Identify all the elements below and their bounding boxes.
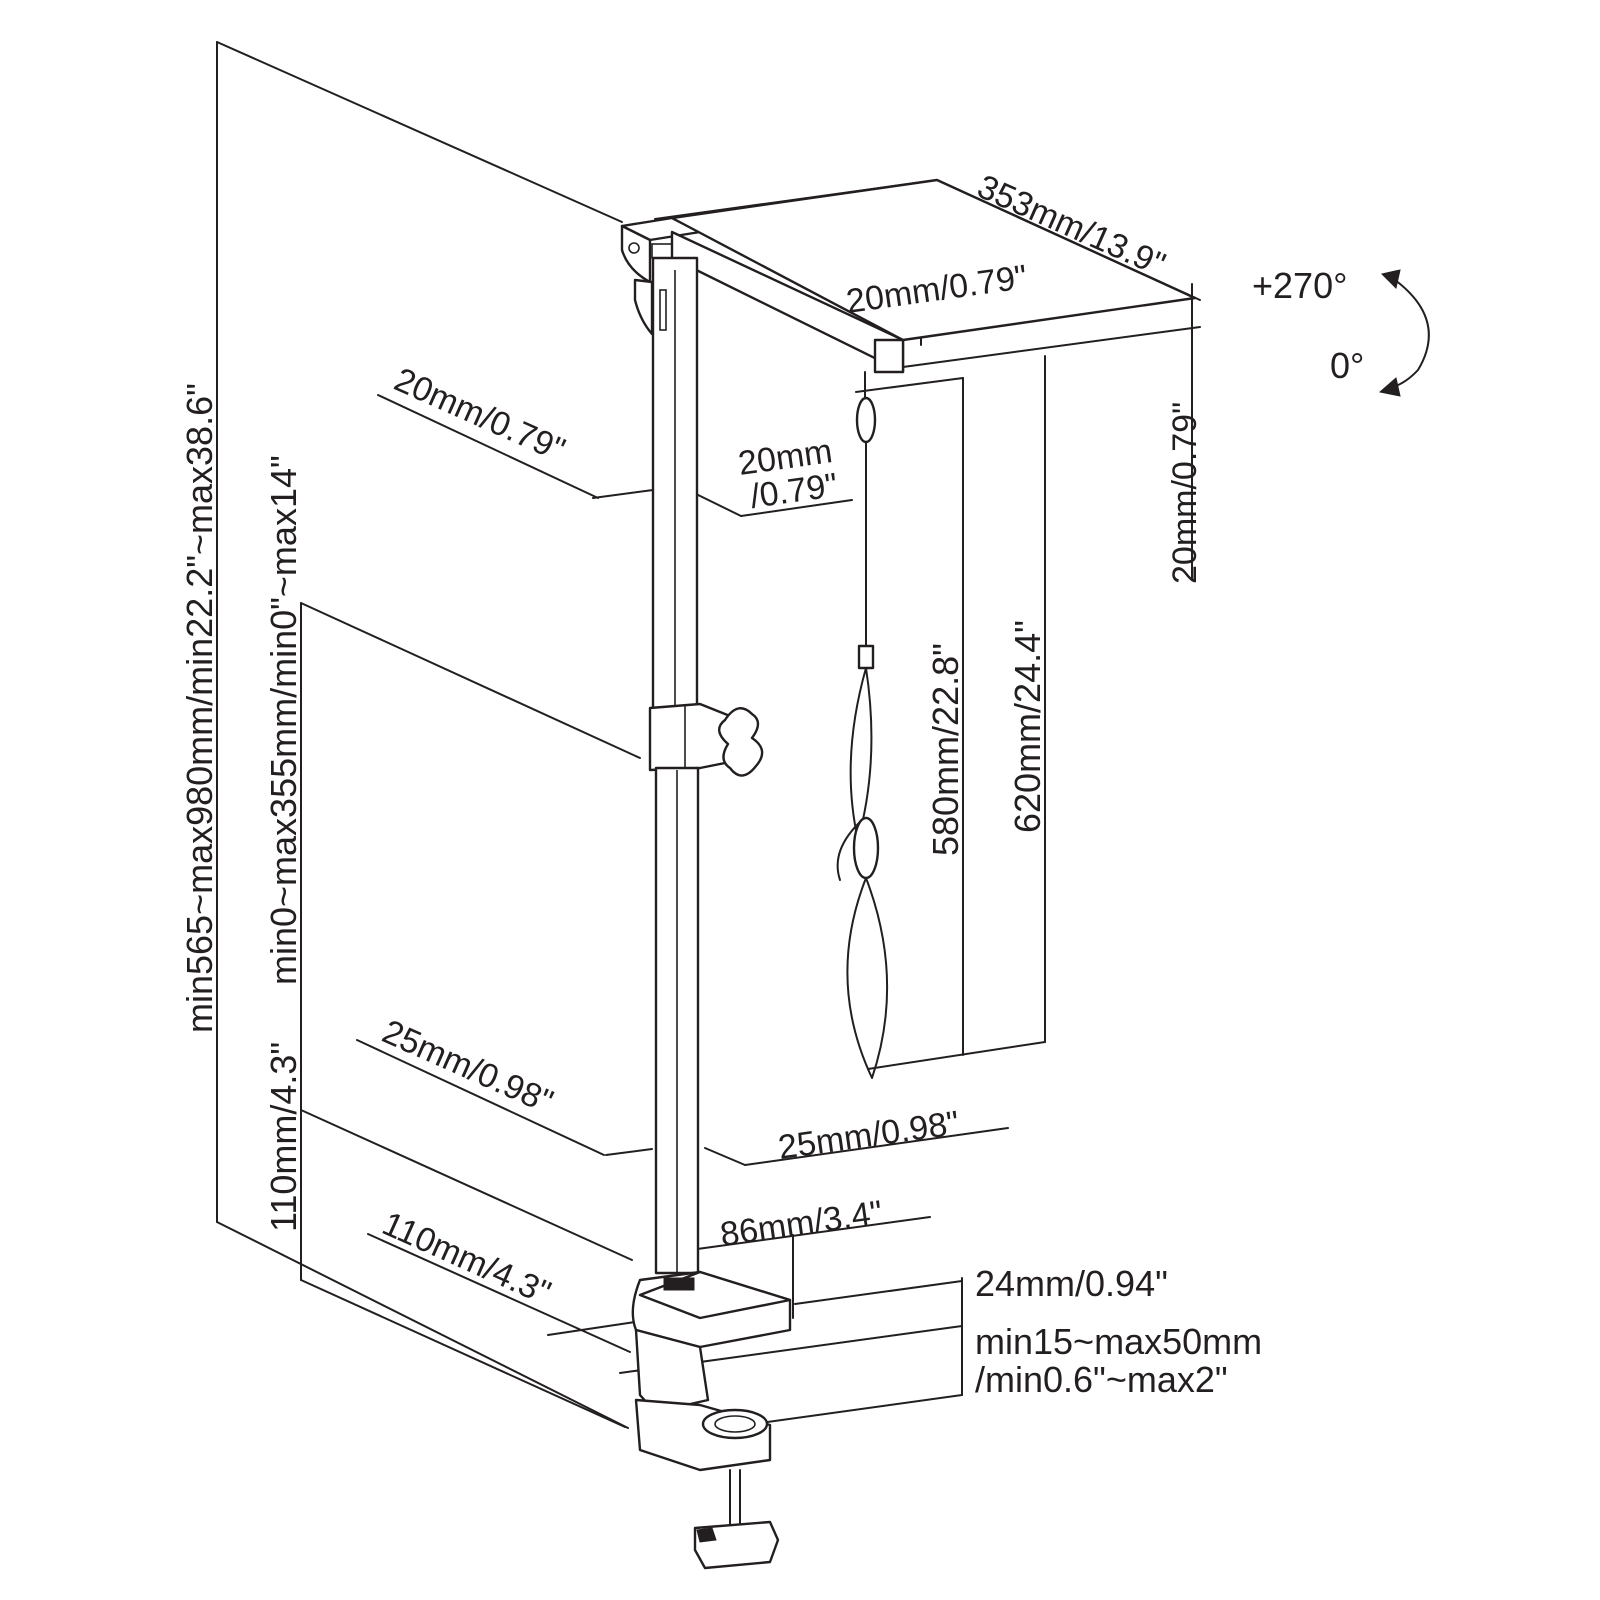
extension-range-label: min0~max355mm/min0"~max14" bbox=[263, 455, 304, 985]
hook-length-620-label: 620mm/24.4" bbox=[1007, 620, 1048, 833]
desk-thickness-label-1: min15~max50mm bbox=[975, 1321, 1262, 1362]
clamp-height-label: 110mm/4.3" bbox=[263, 1042, 304, 1232]
hook-length-580-label: 580mm/22.8" bbox=[925, 643, 966, 856]
height-adjust-collar bbox=[648, 702, 764, 777]
rotation-min-label: 0° bbox=[1330, 345, 1364, 386]
lower-pole-depth-label: 25mm/0.98" bbox=[377, 1013, 559, 1122]
arm-bracket bbox=[620, 216, 702, 336]
clamp-plate-width-label: 86mm/3.4" bbox=[718, 1194, 885, 1254]
clamp-plate-thickness-label: 24mm/0.94" bbox=[975, 1263, 1168, 1304]
upper-pole bbox=[651, 256, 699, 720]
rotation-max-label: +270° bbox=[1252, 265, 1347, 306]
clamp-depth-label: 110mm/4.3" bbox=[377, 1205, 557, 1313]
total-height-label: min565~max980mm/min22.2"~max38.6" bbox=[179, 383, 220, 1033]
rotation-arrow-icon bbox=[1378, 269, 1430, 397]
desk-clamp bbox=[631, 1270, 792, 1570]
upper-pole-depth-label: 20mm/0.79" bbox=[389, 361, 571, 470]
desk-thickness-label-2: /min0.6"~max2" bbox=[975, 1359, 1228, 1400]
hanging-hook bbox=[836, 371, 889, 1079]
lower-pole bbox=[654, 766, 700, 1275]
arm-tube-height-label: 20mm/0.79" bbox=[1166, 402, 1204, 584]
lower-pole-width-label: 25mm/0.98" bbox=[776, 1104, 962, 1167]
horizontal-arm bbox=[670, 178, 1197, 374]
